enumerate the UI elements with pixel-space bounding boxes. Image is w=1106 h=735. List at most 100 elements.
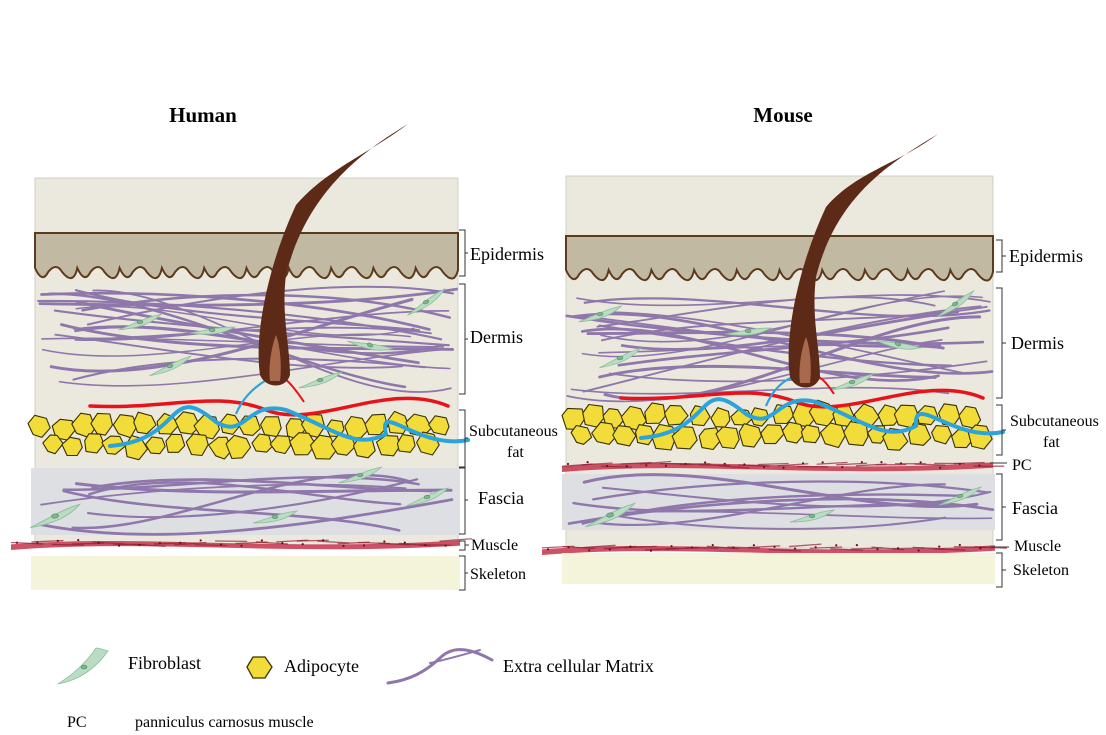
legend-adipocyte: Adipocyte — [247, 656, 359, 678]
mouse-skeleton-bracket — [996, 553, 1006, 587]
human-muscle-label: Muscle — [471, 537, 518, 554]
legend-fibroblast-label: Fibroblast — [128, 653, 201, 673]
human-fascia-bracket — [459, 468, 468, 534]
muscle-nucleus — [138, 544, 140, 546]
muscle-nucleus — [802, 462, 804, 464]
abbreviation-definition: panniculus carnosus muscle — [135, 714, 314, 731]
human-epidermis-label: Epidermis — [470, 244, 544, 264]
mouse-fascia-bracket — [996, 474, 1006, 540]
muscle-fiber — [686, 548, 718, 549]
muscle-nucleus — [822, 461, 824, 463]
muscle-nucleus — [98, 542, 100, 544]
muscle-nucleus — [363, 544, 365, 546]
ecm-icon — [388, 650, 492, 683]
muscle-nucleus — [404, 541, 406, 543]
muscle-nucleus — [36, 541, 38, 543]
mouse-skeleton-label: Skeleton — [1013, 562, 1069, 579]
muscle-nucleus — [200, 539, 202, 541]
mouse-dermis-bracket — [996, 288, 1006, 398]
muscle-nucleus — [118, 545, 120, 547]
muscle-nucleus — [897, 547, 899, 549]
fibroblast-nucleus — [272, 515, 278, 519]
muscle-nucleus — [835, 544, 837, 546]
muscle-nucleus — [959, 463, 961, 465]
muscle-nucleus — [979, 547, 981, 549]
human-skeleton-label: Skeleton — [470, 566, 526, 583]
human-dermis-bracket — [459, 284, 468, 394]
muscle-nucleus — [547, 548, 549, 550]
fibroblast-nucleus — [849, 380, 855, 384]
adipocyte-cell — [801, 425, 820, 443]
muscle-nucleus — [684, 463, 686, 465]
muscle-nucleus — [938, 545, 940, 547]
human-fat-label: fat — [507, 444, 524, 461]
legend-ecm: Extra cellular Matrix — [388, 650, 654, 683]
muscle-nucleus — [322, 539, 324, 541]
muscle-nucleus — [609, 548, 611, 550]
muscle-nucleus — [876, 548, 878, 550]
muscle-nucleus — [773, 546, 775, 548]
fibroblast-nucleus — [809, 514, 815, 518]
legend-fibroblast: Fibroblast — [58, 648, 201, 684]
fibroblast-nucleus — [357, 473, 363, 477]
muscle-nucleus — [712, 544, 714, 546]
muscle-nucleus — [342, 545, 344, 547]
muscle-nucleus — [383, 540, 385, 542]
muscle-nucleus — [567, 463, 569, 465]
muscle-fiber — [52, 545, 84, 546]
mouse-skin-section — [542, 134, 1007, 584]
muscle-nucleus — [978, 464, 980, 466]
human-subcutaneous-label: Subcutaneous — [469, 423, 558, 440]
muscle-nucleus — [880, 461, 882, 463]
legend-ecm-label: Extra cellular Matrix — [503, 656, 654, 676]
muscle-nucleus — [794, 547, 796, 549]
muscle-nucleus — [920, 461, 922, 463]
human-subcutaneous-bracket — [459, 410, 468, 467]
adipocyte-icon — [247, 657, 272, 678]
skeleton-layer — [31, 556, 460, 590]
muscle-nucleus — [670, 545, 672, 547]
fibroblast-nucleus — [317, 378, 323, 382]
mouse-fat-label: fat — [1043, 434, 1060, 451]
muscle-nucleus — [179, 542, 181, 544]
legend: Fibroblast Adipocyte Extra cellular Matr… — [58, 648, 654, 731]
mouse-pc-label: PC — [1012, 457, 1032, 474]
fibroblast-nucleus-icon — [81, 665, 87, 669]
legend-adipocyte-label: Adipocyte — [284, 656, 359, 676]
ecm-branch-icon — [430, 650, 480, 663]
muscle-nucleus — [939, 467, 941, 469]
mouse-muscle-label: Muscle — [1014, 538, 1061, 555]
mouse-epidermis-bracket — [996, 240, 1006, 272]
mouse-dermis-label: Dermis — [1011, 333, 1064, 353]
muscle-nucleus — [918, 549, 920, 551]
muscle-nucleus — [444, 545, 446, 547]
abbreviation-term: PC — [67, 714, 87, 731]
muscle-nucleus — [815, 546, 817, 548]
muscle-nucleus — [159, 542, 161, 544]
mouse-layer-labels: Epidermis Dermis Subcutaneous fat PC Fas… — [1009, 246, 1099, 579]
muscle-nucleus — [588, 549, 590, 551]
muscle-nucleus — [732, 546, 734, 548]
muscle-nucleus — [900, 462, 902, 464]
human-layer-labels: Epidermis Dermis Subcutaneous fat Fascia… — [469, 244, 558, 583]
muscle-nucleus — [586, 461, 588, 463]
muscle-nucleus — [650, 550, 652, 552]
muscle-nucleus — [704, 461, 706, 463]
muscle-nucleus — [261, 539, 263, 541]
adipocyte-cell — [261, 417, 282, 437]
mouse-subcutaneous-bracket — [996, 405, 1006, 455]
muscle-nucleus — [856, 544, 858, 546]
muscle-nucleus — [841, 466, 843, 468]
muscle-nucleus — [424, 544, 426, 546]
muscle-nucleus — [240, 545, 242, 547]
muscle-nucleus — [57, 540, 59, 542]
mouse-epidermis-label: Epidermis — [1009, 246, 1083, 266]
mouse-fascia-label: Fascia — [1012, 498, 1058, 518]
muscle-nucleus — [782, 467, 784, 469]
muscle-nucleus — [567, 546, 569, 548]
muscle-nucleus — [724, 463, 726, 465]
fibroblast-nucleus — [137, 320, 143, 324]
mouse-panel-title: Mouse — [753, 103, 813, 127]
human-epidermis-bracket — [459, 230, 468, 276]
